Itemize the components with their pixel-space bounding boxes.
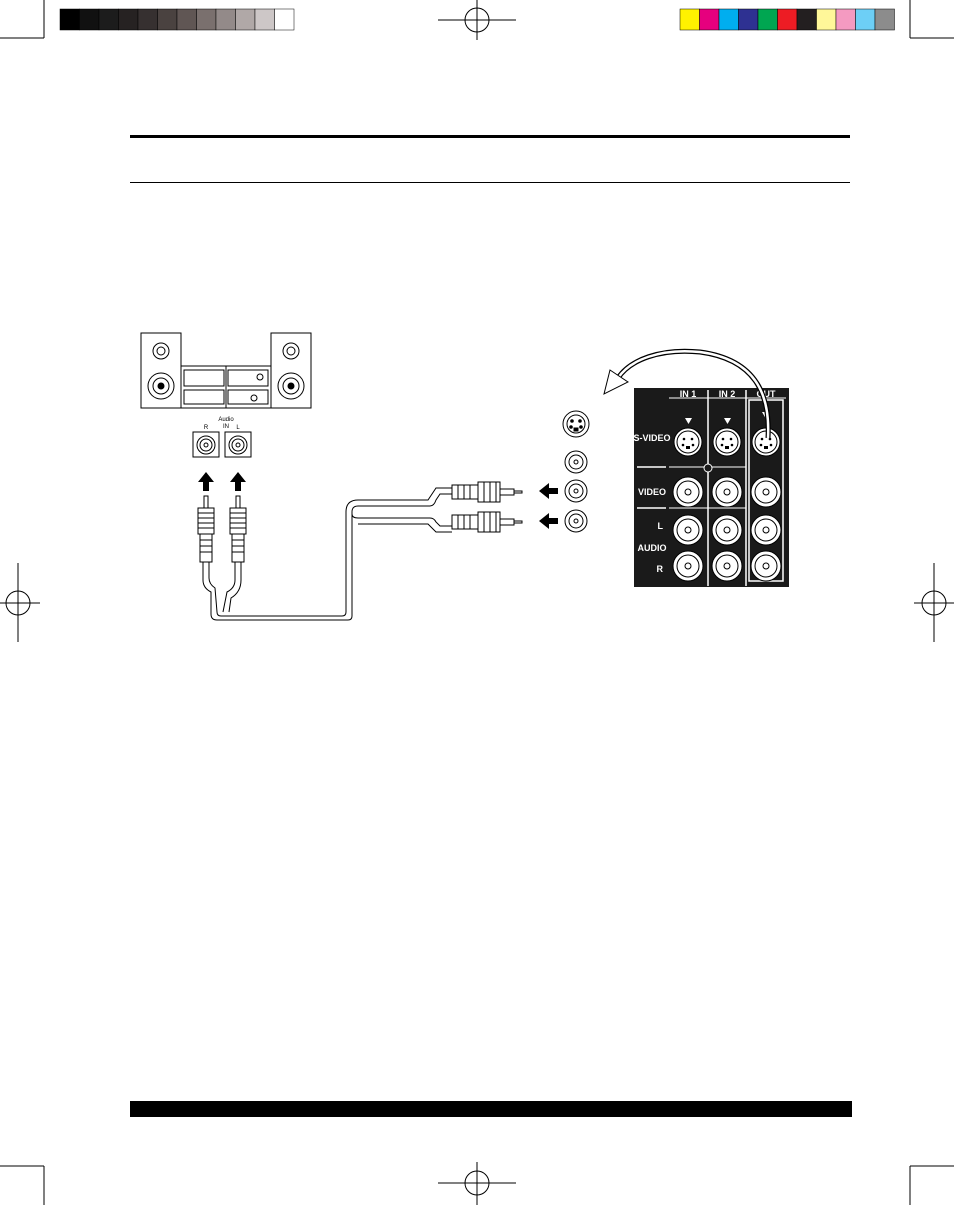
color-swatch bbox=[836, 9, 856, 30]
audio-l-jack-out bbox=[751, 515, 781, 545]
audio-r-jack-out bbox=[751, 551, 781, 581]
rca-plug-vertical-left bbox=[230, 496, 246, 562]
video-jack-in1 bbox=[673, 477, 703, 507]
color-calibration-bar bbox=[680, 9, 895, 30]
row-label-audio: AUDIO bbox=[638, 543, 667, 553]
jack-label-right: R bbox=[204, 425, 209, 431]
color-swatch bbox=[700, 9, 720, 30]
stereo-receiver bbox=[181, 366, 271, 408]
audio-r-jack-in2 bbox=[712, 551, 742, 581]
arrow-left-icon bbox=[539, 513, 558, 529]
rca-plug-horizontal-top bbox=[452, 482, 522, 502]
s-video-jack-enlarged bbox=[563, 411, 589, 437]
gray-swatch bbox=[255, 9, 275, 30]
gray-swatch bbox=[138, 9, 158, 30]
row-label-video: VIDEO bbox=[638, 487, 666, 497]
row-label-audio-l: L bbox=[658, 521, 664, 531]
s-video-jack-in2 bbox=[713, 428, 741, 456]
rca-plug-vertical-right bbox=[198, 496, 214, 562]
color-swatch bbox=[719, 9, 739, 30]
audio-r-jack-in1 bbox=[673, 551, 703, 581]
footer-bar bbox=[130, 1101, 852, 1117]
gray-swatch bbox=[197, 9, 217, 30]
gray-swatch bbox=[236, 9, 256, 30]
audio-in-jack-left bbox=[225, 432, 251, 457]
left-speaker bbox=[141, 333, 181, 408]
rca-plug-horizontal-bottom bbox=[452, 512, 522, 532]
gray-swatch bbox=[158, 9, 178, 30]
audio-r-jack-enlarged bbox=[565, 510, 587, 532]
stereo-system: Audio IN R L bbox=[141, 333, 311, 457]
audio-in-label: Audio bbox=[218, 417, 234, 423]
audio-l-jack-in2 bbox=[712, 515, 742, 545]
row-label-audio-r: R bbox=[657, 564, 664, 574]
color-swatch bbox=[797, 9, 817, 30]
header-rule-thin bbox=[130, 182, 850, 183]
audio-in-label-2: IN bbox=[223, 424, 229, 430]
column-label-in1: IN 1 bbox=[680, 389, 697, 399]
arrow-up-icon bbox=[230, 472, 246, 491]
color-swatch bbox=[758, 9, 778, 30]
color-swatch bbox=[778, 9, 798, 30]
color-swatch bbox=[680, 9, 700, 30]
s-video-jack-in1 bbox=[674, 428, 702, 456]
gray-swatch bbox=[119, 9, 139, 30]
registration-mark-bottom bbox=[438, 1162, 516, 1205]
gray-swatch bbox=[60, 9, 80, 30]
registration-mark-left bbox=[0, 563, 40, 642]
gray-swatch bbox=[177, 9, 197, 30]
registration-mark-top bbox=[438, 0, 516, 40]
grayscale-calibration-bar bbox=[60, 9, 294, 30]
audio-l-jack-enlarged bbox=[565, 480, 587, 502]
panel-jacks bbox=[673, 428, 781, 581]
right-speaker bbox=[271, 333, 311, 408]
gray-swatch bbox=[99, 9, 119, 30]
registration-mark-right bbox=[914, 563, 954, 642]
arrow-up-icon bbox=[198, 472, 214, 491]
gray-swatch bbox=[80, 9, 100, 30]
audio-l-jack-in1 bbox=[673, 515, 703, 545]
audio-in-jack-right bbox=[193, 432, 219, 457]
video-jack-in2 bbox=[712, 477, 742, 507]
gray-swatch bbox=[275, 9, 295, 30]
color-swatch bbox=[817, 9, 837, 30]
video-jack-out bbox=[751, 477, 781, 507]
gray-swatch bbox=[216, 9, 236, 30]
arrow-left-icon bbox=[539, 483, 558, 499]
column-label-in2: IN 2 bbox=[719, 389, 736, 399]
color-swatch bbox=[856, 9, 876, 30]
jack-label-left: L bbox=[236, 425, 240, 431]
video-jack-enlarged bbox=[565, 451, 587, 473]
color-swatch bbox=[875, 9, 895, 30]
header-rule-thick bbox=[130, 135, 850, 138]
row-label-s-video: S-VIDEO bbox=[633, 433, 670, 443]
color-swatch bbox=[739, 9, 759, 30]
enlarged-out-jacks bbox=[563, 411, 589, 532]
